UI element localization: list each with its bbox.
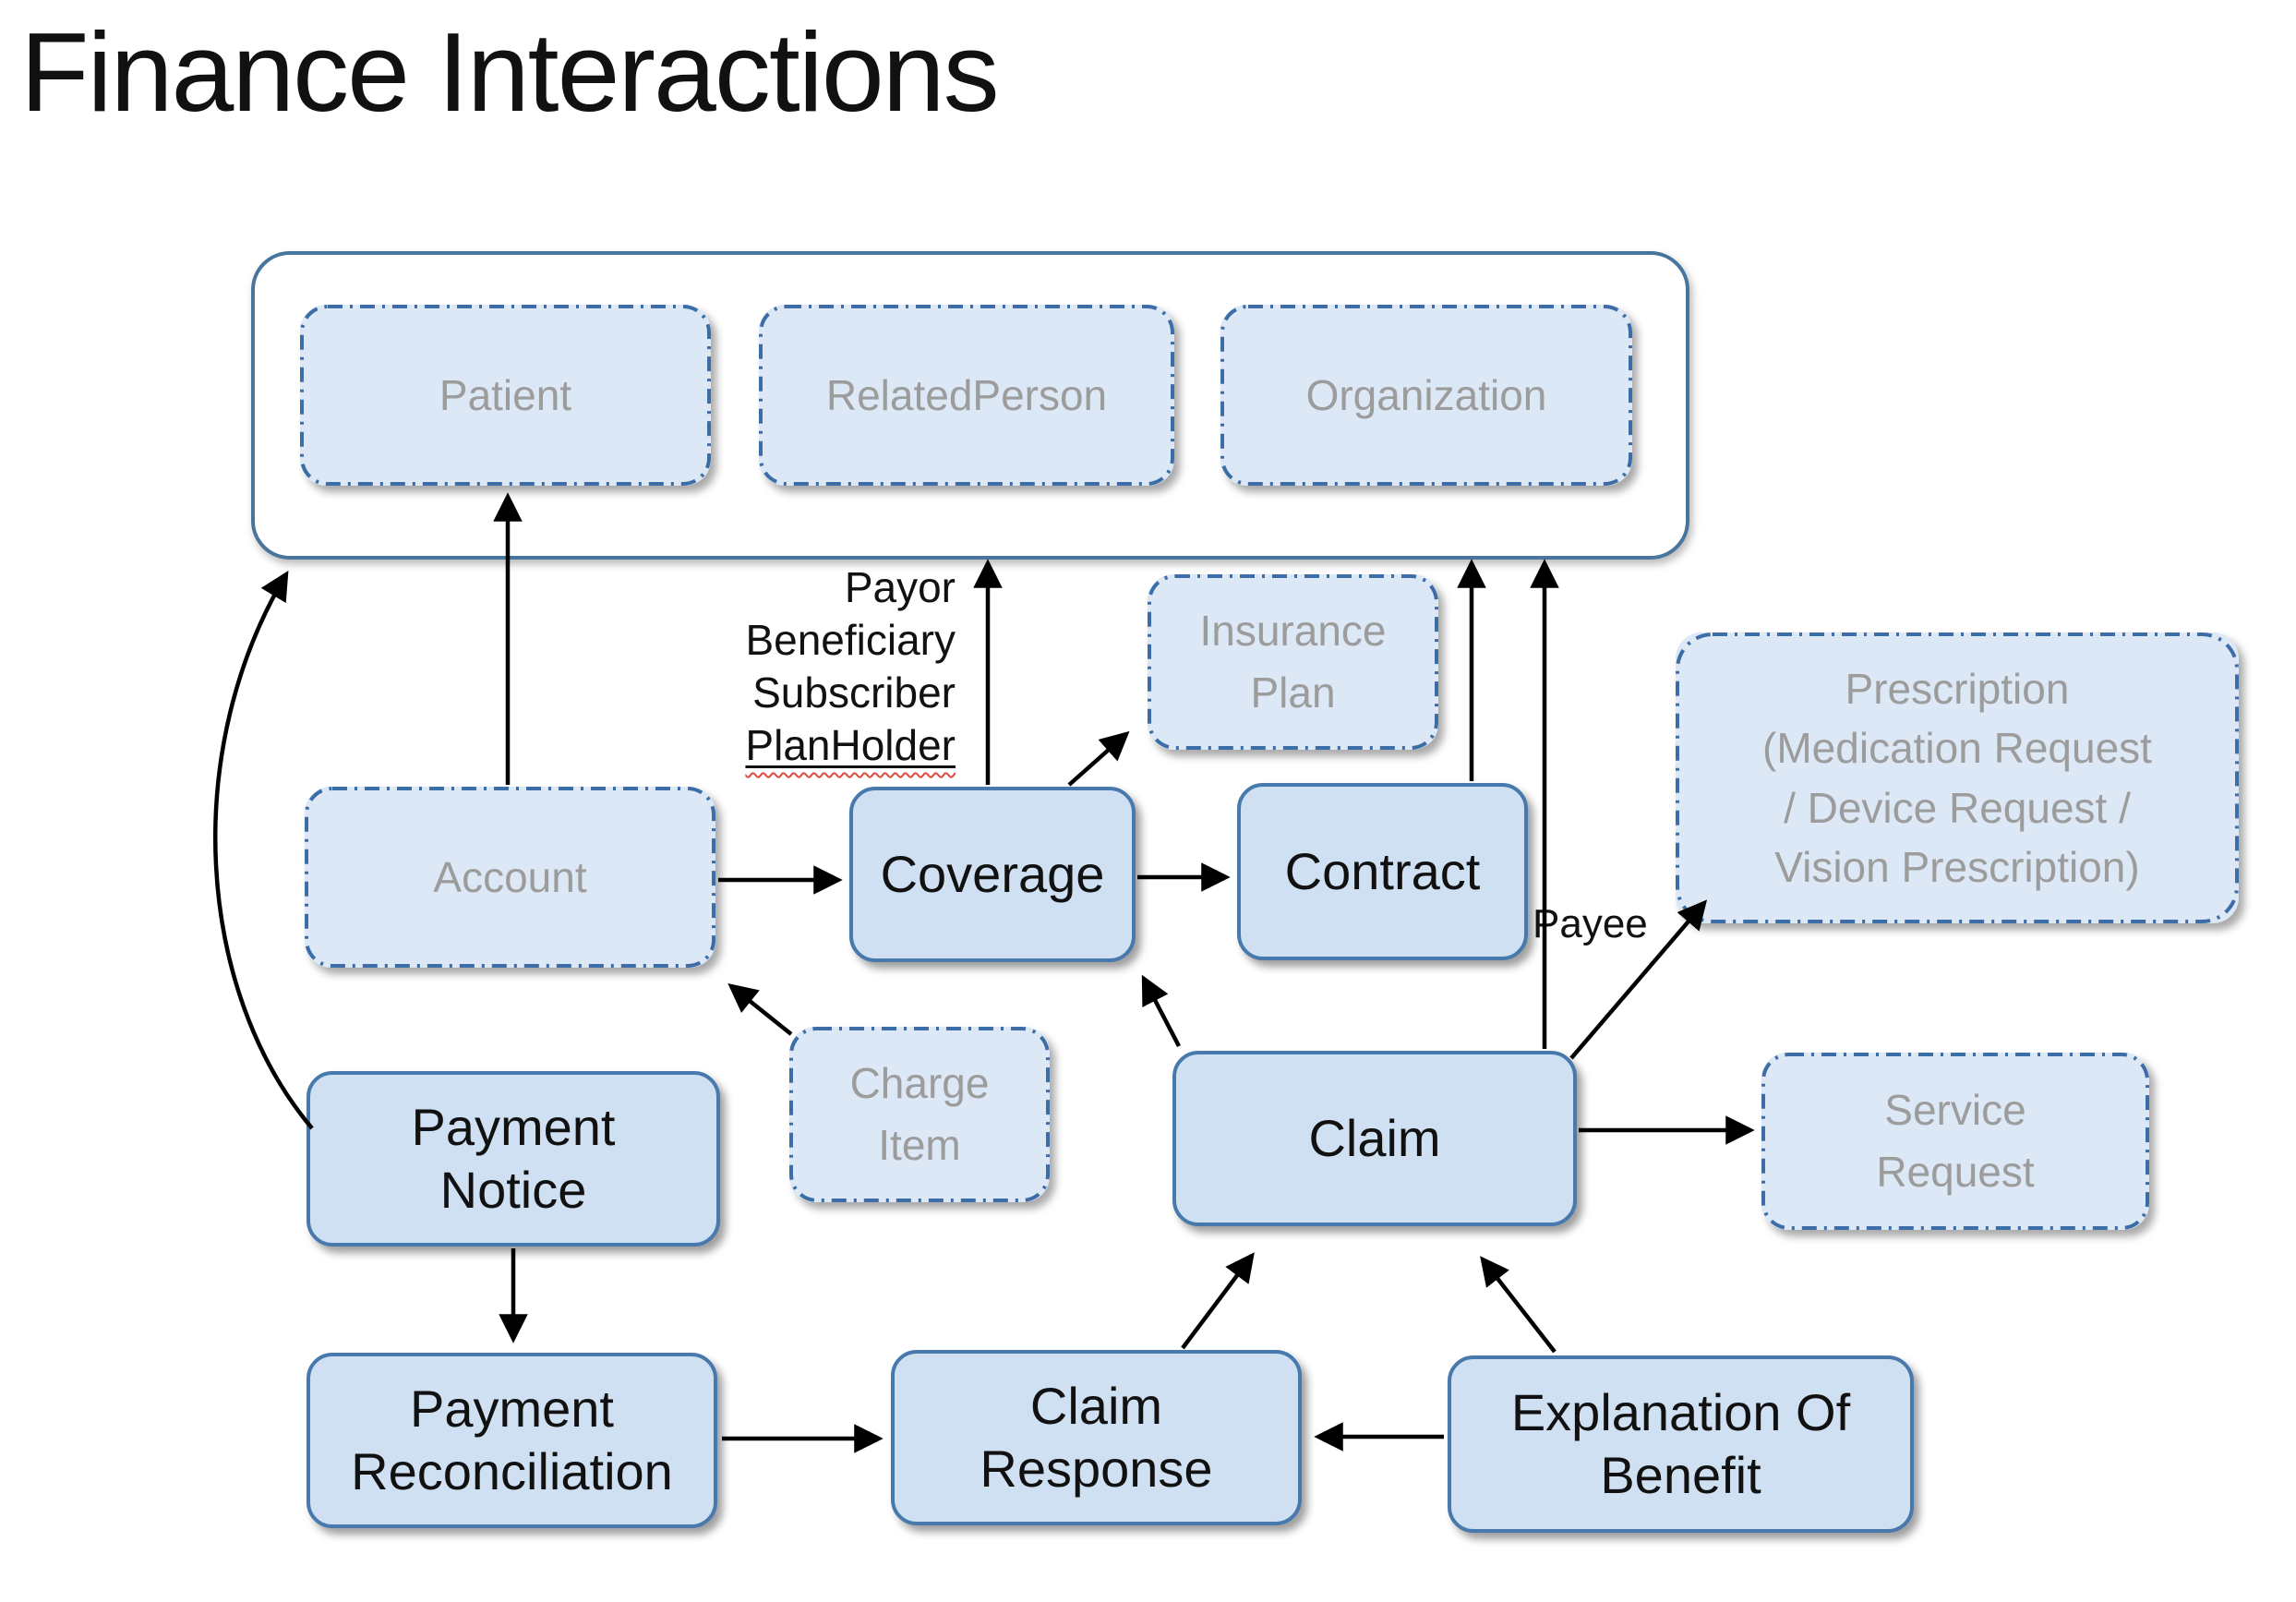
edge-label-payor: Payor xyxy=(844,563,956,611)
arrow-explanation-of-benefit-to-claim xyxy=(1480,1256,1557,1354)
node-coverage: Coverage xyxy=(849,787,1136,962)
edge-label-planholder: PlanHolder xyxy=(646,719,956,772)
node-claim-response: Claim Response xyxy=(891,1350,1302,1525)
node-account: Account xyxy=(305,787,715,968)
edge-label-coverage-roles: Payor Beneficiary Subscriber PlanHolder xyxy=(646,561,956,772)
node-organization-label: Organization xyxy=(1305,370,1547,419)
arrow-claim-to-coverage xyxy=(1141,974,1181,1048)
node-contract: Contract xyxy=(1237,783,1528,960)
arrow-coverage-to-insurance-plan xyxy=(1067,730,1130,787)
node-service-request-label: Service Request xyxy=(1876,1086,2035,1196)
node-account-label: Account xyxy=(433,852,587,901)
page-title: Finance Interactions xyxy=(20,9,1000,135)
node-payment-reconciliation-label: Payment Reconciliation xyxy=(351,1379,673,1500)
node-service-request: Service Request xyxy=(1761,1053,2149,1230)
node-prescription-label: Prescription (Medication Request / Devic… xyxy=(1762,664,2152,891)
node-related-person-label: RelatedPerson xyxy=(825,370,1108,419)
node-explanation-of-benefit: Explanation Of Benefit xyxy=(1448,1355,1914,1533)
node-related-person: RelatedPerson xyxy=(759,305,1174,486)
node-patient-label: Patient xyxy=(439,370,572,419)
arrow-charge-item-to-account xyxy=(727,983,793,1036)
edge-label-planholder-text: PlanHolder xyxy=(745,721,956,769)
node-charge-item-label: Charge Item xyxy=(849,1059,990,1169)
edge-label-payee: Payee xyxy=(1533,901,1648,946)
node-explanation-of-benefit-label: Explanation Of Benefit xyxy=(1510,1382,1851,1504)
node-claim-label: Claim xyxy=(1308,1108,1441,1167)
arrow-claim-response-to-claim xyxy=(1181,1252,1255,1350)
node-insurance-plan-label: Insurance Plan xyxy=(1199,607,1387,717)
node-organization: Organization xyxy=(1220,305,1632,486)
edge-label-subscriber: Subscriber xyxy=(752,669,956,717)
node-payment-notice: Payment Notice xyxy=(307,1071,720,1247)
node-payment-notice-label: Payment Notice xyxy=(411,1097,616,1219)
node-coverage-label: Coverage xyxy=(880,844,1105,903)
node-contract-label: Contract xyxy=(1284,841,1481,900)
node-charge-item: Charge Item xyxy=(789,1027,1050,1202)
node-prescription: Prescription (Medication Request / Devic… xyxy=(1676,632,2239,923)
node-payment-reconciliation: Payment Reconciliation xyxy=(307,1353,717,1528)
node-patient: Patient xyxy=(300,305,711,486)
node-claim: Claim xyxy=(1172,1051,1577,1226)
node-insurance-plan: Insurance Plan xyxy=(1148,574,1438,750)
arrow-payment-notice-to-party-group xyxy=(213,570,314,1130)
edge-label-beneficiary: Beneficiary xyxy=(745,616,956,664)
node-claim-response-label: Claim Response xyxy=(980,1376,1213,1498)
